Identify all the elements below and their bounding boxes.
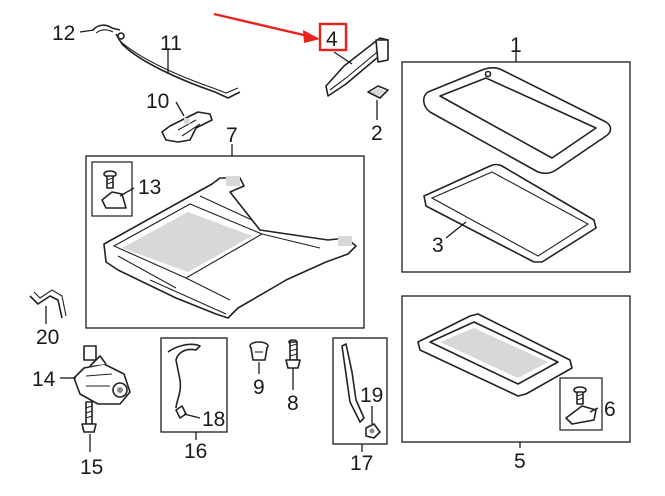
part-6-screw-clip[interactable]: [565, 386, 597, 425]
box-part-16: [160, 337, 228, 433]
callout-16: 16: [184, 440, 207, 463]
callout-5: 5: [514, 450, 526, 473]
callout-13: 13: [138, 176, 161, 199]
part-7-sunroof-frame[interactable]: [103, 176, 357, 319]
part-15-bolt[interactable]: [81, 401, 97, 433]
part-12-drain-hose[interactable]: [92, 24, 121, 34]
highlight-arrow: [213, 12, 320, 43]
callout-11: 11: [160, 32, 182, 55]
callout-1: 1: [510, 34, 522, 57]
part-16-drive-cable[interactable]: [167, 343, 201, 419]
callout-20: 20: [36, 326, 59, 349]
callout-6: 6: [604, 398, 616, 421]
callout-14: 14: [32, 368, 56, 391]
part-11-sunroof-seal-rail[interactable]: [115, 32, 241, 99]
box-part-6: [559, 377, 603, 431]
part-17-drain-tube[interactable]: [341, 343, 365, 423]
callout-8: 8: [287, 392, 299, 415]
leader-lines: [45, 29, 599, 452]
part-13-screw-clip[interactable]: [101, 170, 127, 209]
callout-18: 18: [202, 408, 225, 431]
part-2-pad[interactable]: [367, 85, 389, 99]
highlight-box-4[interactable]: [318, 22, 348, 52]
part-3-glass-seal[interactable]: [423, 163, 597, 263]
part-1-glass-panel[interactable]: [422, 66, 612, 175]
callout-10: 10: [146, 90, 169, 113]
box-part-7: [85, 155, 365, 329]
part-9-nut[interactable]: [249, 341, 269, 361]
part-14-drive-motor[interactable]: [73, 345, 131, 405]
part-8-bolt[interactable]: [285, 339, 301, 369]
callout-7: 7: [226, 124, 238, 147]
callout-17: 17: [350, 452, 373, 475]
callout-15: 15: [80, 456, 103, 479]
box-part-5: [401, 295, 631, 443]
part-5-sunshade-assembly[interactable]: [417, 313, 573, 397]
callout-9: 9: [253, 376, 265, 399]
box-part-17: [332, 337, 388, 445]
part-10-guide-bracket[interactable]: [161, 111, 213, 143]
callout-4[interactable]: 4: [326, 28, 338, 51]
part-19-clip[interactable]: [365, 423, 381, 439]
callout-3: 3: [432, 234, 444, 257]
callout-19: 19: [360, 384, 383, 407]
part-20-hook[interactable]: [29, 289, 67, 319]
callout-labels: 12 11 10 4 2 1 7 13 3 6 20 14 15 18 16 9…: [32, 22, 616, 479]
callout-2: 2: [371, 122, 383, 145]
callout-12: 12: [52, 22, 75, 45]
part-4-wind-deflector[interactable]: [325, 37, 389, 97]
